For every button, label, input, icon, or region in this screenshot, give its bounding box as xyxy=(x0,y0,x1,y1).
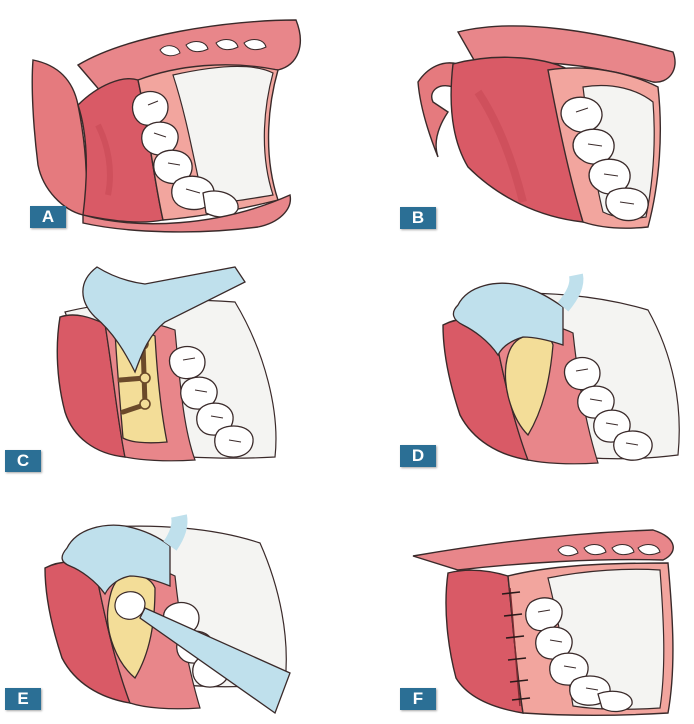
panel-c-badge: C xyxy=(5,450,41,472)
panel-a-illustration xyxy=(31,19,301,233)
panel-b-badge: B xyxy=(400,207,436,229)
panel-d: D xyxy=(398,255,688,475)
panel-b-illustration xyxy=(417,25,676,229)
panel-c-illustration xyxy=(56,266,277,462)
panel-d-badge: D xyxy=(400,445,436,467)
panel-a: A xyxy=(28,5,318,235)
panel-b: B xyxy=(398,12,688,242)
panel-d-illustration xyxy=(442,273,680,465)
panel-f-illustration xyxy=(412,529,674,716)
panel-a-badge: A xyxy=(30,206,66,228)
panel-e-illustration xyxy=(44,514,291,715)
panel-f-badge: F xyxy=(400,688,436,710)
panel-e-badge: E xyxy=(5,688,41,710)
panel-c: C xyxy=(5,262,305,472)
panel-f: F xyxy=(398,508,688,720)
panel-e: E xyxy=(5,508,305,720)
